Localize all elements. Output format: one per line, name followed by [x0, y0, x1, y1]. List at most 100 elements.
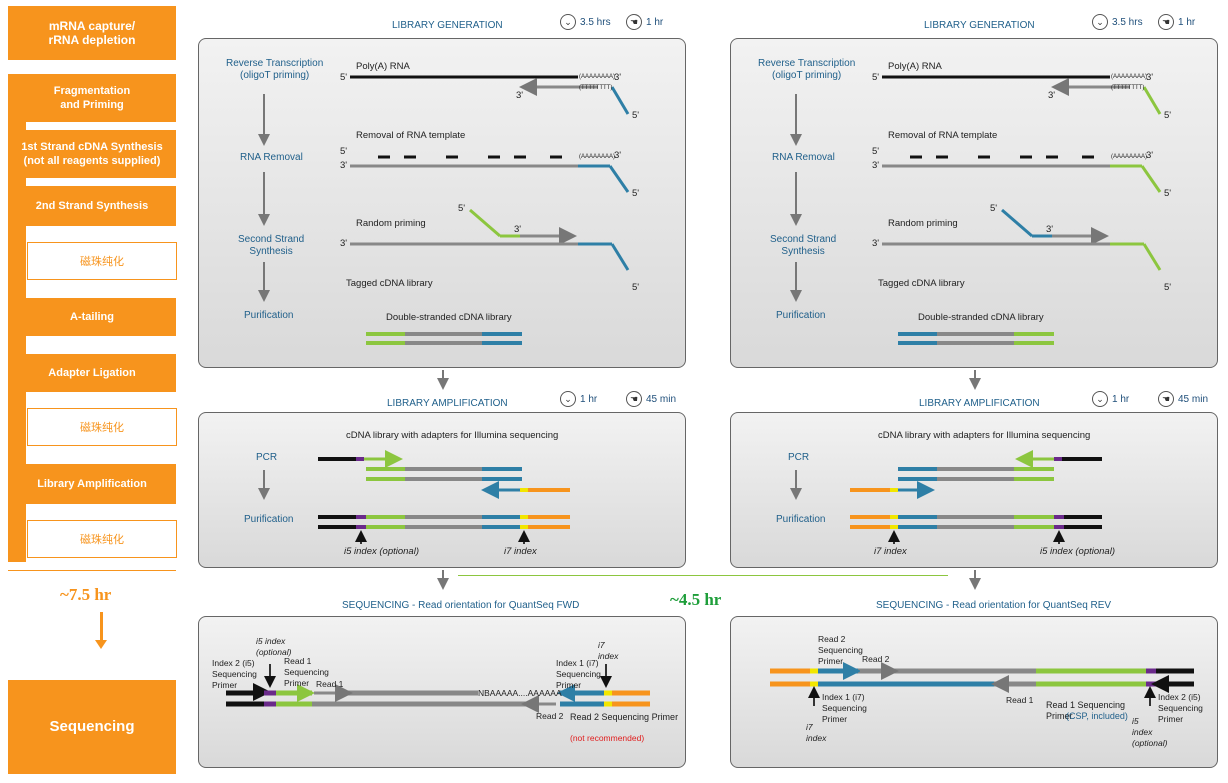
panel-libamp-right: [730, 412, 1218, 568]
fwd-index2-primer: Index 2 (i5) Sequencing Primer: [212, 658, 257, 690]
panel-connector-arrows: [437, 370, 981, 590]
step-sequencing: Sequencing: [8, 680, 176, 774]
badge-time-libgen-right: ⌄3.5 hrs: [1092, 14, 1143, 30]
label-3prime: 3': [516, 90, 524, 101]
badge-text: 45 min: [1178, 393, 1209, 405]
label-3prime: 3': [872, 160, 880, 171]
step-first-strand: 1st Strand cDNA Synthesis (not all reage…: [8, 130, 176, 178]
badge-text: 3.5 hrs: [580, 16, 611, 28]
label-polya-tail: (AAAAAAAA): [579, 154, 616, 160]
label-5prime: 5': [872, 146, 880, 157]
libgen-left-step-second-strand: Second Strand Synthesis: [238, 234, 305, 257]
fwd-read1: Read 1: [316, 679, 344, 689]
label-5prime: 5': [632, 282, 640, 293]
libamp-right-pcr: PCR: [788, 452, 810, 463]
beads-purification-1: 磁珠纯化: [27, 242, 177, 280]
libgen-right-strands: [882, 75, 1162, 345]
libgen-left-step-rt: Reverse Transcription (oligoT priming): [226, 58, 324, 81]
seq-fwd-graphics: [226, 664, 650, 713]
libgen-right-step-purification: Purification: [776, 310, 826, 321]
beads-purification-3: 磁珠纯化: [27, 520, 177, 558]
libgen-left-step-rna-removal: RNA Removal: [240, 152, 303, 163]
label-5prime: 5': [1164, 110, 1172, 121]
rev-i5-optional: i5 index (optional): [1132, 716, 1168, 748]
label-5prime: 5': [872, 72, 880, 83]
libgen-right-removal: Removal of RNA template: [888, 130, 998, 141]
label-3prime: 3': [1048, 90, 1056, 101]
label-polyt: (TTTTTTTT): [1111, 85, 1145, 91]
libgen-right-step-rna-removal: RNA Removal: [772, 152, 835, 163]
badge-text: 1 hr: [1178, 16, 1196, 28]
libamp-right-i7: i7 index: [874, 546, 907, 557]
label-5prime: 5': [340, 72, 348, 83]
label-3prime: 3': [872, 238, 880, 249]
rev-read2: Read 2: [862, 654, 890, 664]
total-time-mid: ~4.5 hr: [670, 590, 722, 609]
label-3prime: 3': [340, 160, 348, 171]
title-libamp-left: LIBRARY AMPLIFICATION: [387, 398, 508, 409]
fwd-read1-primer: Read 1 Sequencing Primer: [284, 656, 329, 688]
libamp-right-header: cDNA library with adapters for Illumina …: [878, 430, 1091, 441]
step-a-tailing: A-tailing: [8, 298, 176, 336]
chevron-down-icon: ⌄: [560, 391, 576, 407]
hand-icon: ☚: [626, 14, 642, 30]
fwd-index1-primer: Index 1 (i7) Sequencing Primer: [556, 658, 601, 690]
title-seq-fwd: SEQUENCING - Read orientation for QuantS…: [342, 600, 580, 611]
label-3prime: 3': [340, 238, 348, 249]
libamp-left-i5: i5 index (optional): [344, 546, 419, 557]
libgen-left-removal: Removal of RNA template: [356, 130, 466, 141]
panel-libamp-left: [198, 412, 686, 568]
step-adapter-ligation: Adapter Ligation: [8, 354, 176, 392]
chevron-down-icon: ⌄: [1092, 14, 1108, 30]
rev-i7-index: i7 index: [806, 722, 827, 743]
badge-text: 1 hr: [646, 16, 664, 28]
seq-rev-graphics: [770, 662, 1194, 706]
title-seq-rev: SEQUENCING - Read orientation for QuantS…: [876, 600, 1112, 611]
libamp-right-purification: Purification: [776, 514, 826, 525]
libgen-left-step-purification: Purification: [244, 310, 294, 321]
label-polya-tail: (AAAAAAAA): [1111, 74, 1148, 80]
libgen-right-ds: Double-stranded cDNA library: [918, 312, 1044, 323]
hand-icon: ☚: [1158, 391, 1174, 407]
badge-hands-libgen-left: ☚ 1 hr: [626, 14, 663, 30]
badge-time-libamp-left: ⌄ 1 hr: [560, 391, 597, 407]
hand-icon: ☚: [1158, 14, 1174, 30]
title-libamp-right: LIBRARY AMPLIFICATION: [919, 398, 1040, 409]
title-libgen-right: LIBRARY GENERATION: [924, 20, 1035, 31]
fwd-sequence: NBAAAAA....AAAAAA: [478, 688, 562, 698]
label-3prime: 3': [614, 72, 622, 83]
title-libgen-left: LIBRARY GENERATION: [392, 20, 503, 31]
panel-seq-rev: [730, 616, 1218, 768]
label-5prime: 5': [340, 146, 348, 157]
fwd-i7-index: i7 index: [598, 640, 619, 661]
label-5prime: 5': [632, 110, 640, 121]
rev-read1: Read 1: [1006, 695, 1034, 705]
label-3prime: 3': [1146, 150, 1154, 161]
libgen-right-polya: Poly(A) RNA: [888, 61, 942, 72]
libgen-right-step-rt: Reverse Transcription (oligoT priming): [758, 58, 856, 81]
label-5prime: 5': [1164, 188, 1172, 199]
chevron-down-icon: ⌄: [560, 14, 576, 30]
panel-libgen-left: [198, 38, 686, 368]
badge-text: 1 hr: [580, 393, 598, 405]
rev-read2-primer: Read 2 Sequencing Primer: [818, 634, 863, 666]
libamp-left-purification: Purification: [244, 514, 294, 525]
label-polyt: (TTTTTTTT): [579, 85, 613, 91]
step-second-strand: 2nd Strand Synthesis: [8, 186, 176, 226]
label-3prime: 3': [1046, 224, 1054, 235]
label-polya-tail: (AAAAAAAA): [579, 74, 616, 80]
down-arrow-head-icon: [95, 640, 107, 649]
badge-time-libgen-left: ⌄ 3.5 hrs: [560, 14, 611, 30]
down-arrow-shaft: [100, 612, 103, 642]
libgen-left-random: Random priming: [356, 218, 426, 229]
libamp-left-pcr: PCR: [256, 452, 278, 463]
label-5prime: 5': [632, 188, 640, 199]
label-3prime: 3': [514, 224, 522, 235]
fwd-not-recommended: (not recommended): [570, 733, 645, 743]
hand-icon: ☚: [626, 391, 642, 407]
libamp-right-graphics: [790, 450, 1102, 544]
middle-divider-line: [458, 575, 948, 576]
label-5prime: 5': [1164, 282, 1172, 293]
libgen-right-random: Random priming: [888, 218, 958, 229]
